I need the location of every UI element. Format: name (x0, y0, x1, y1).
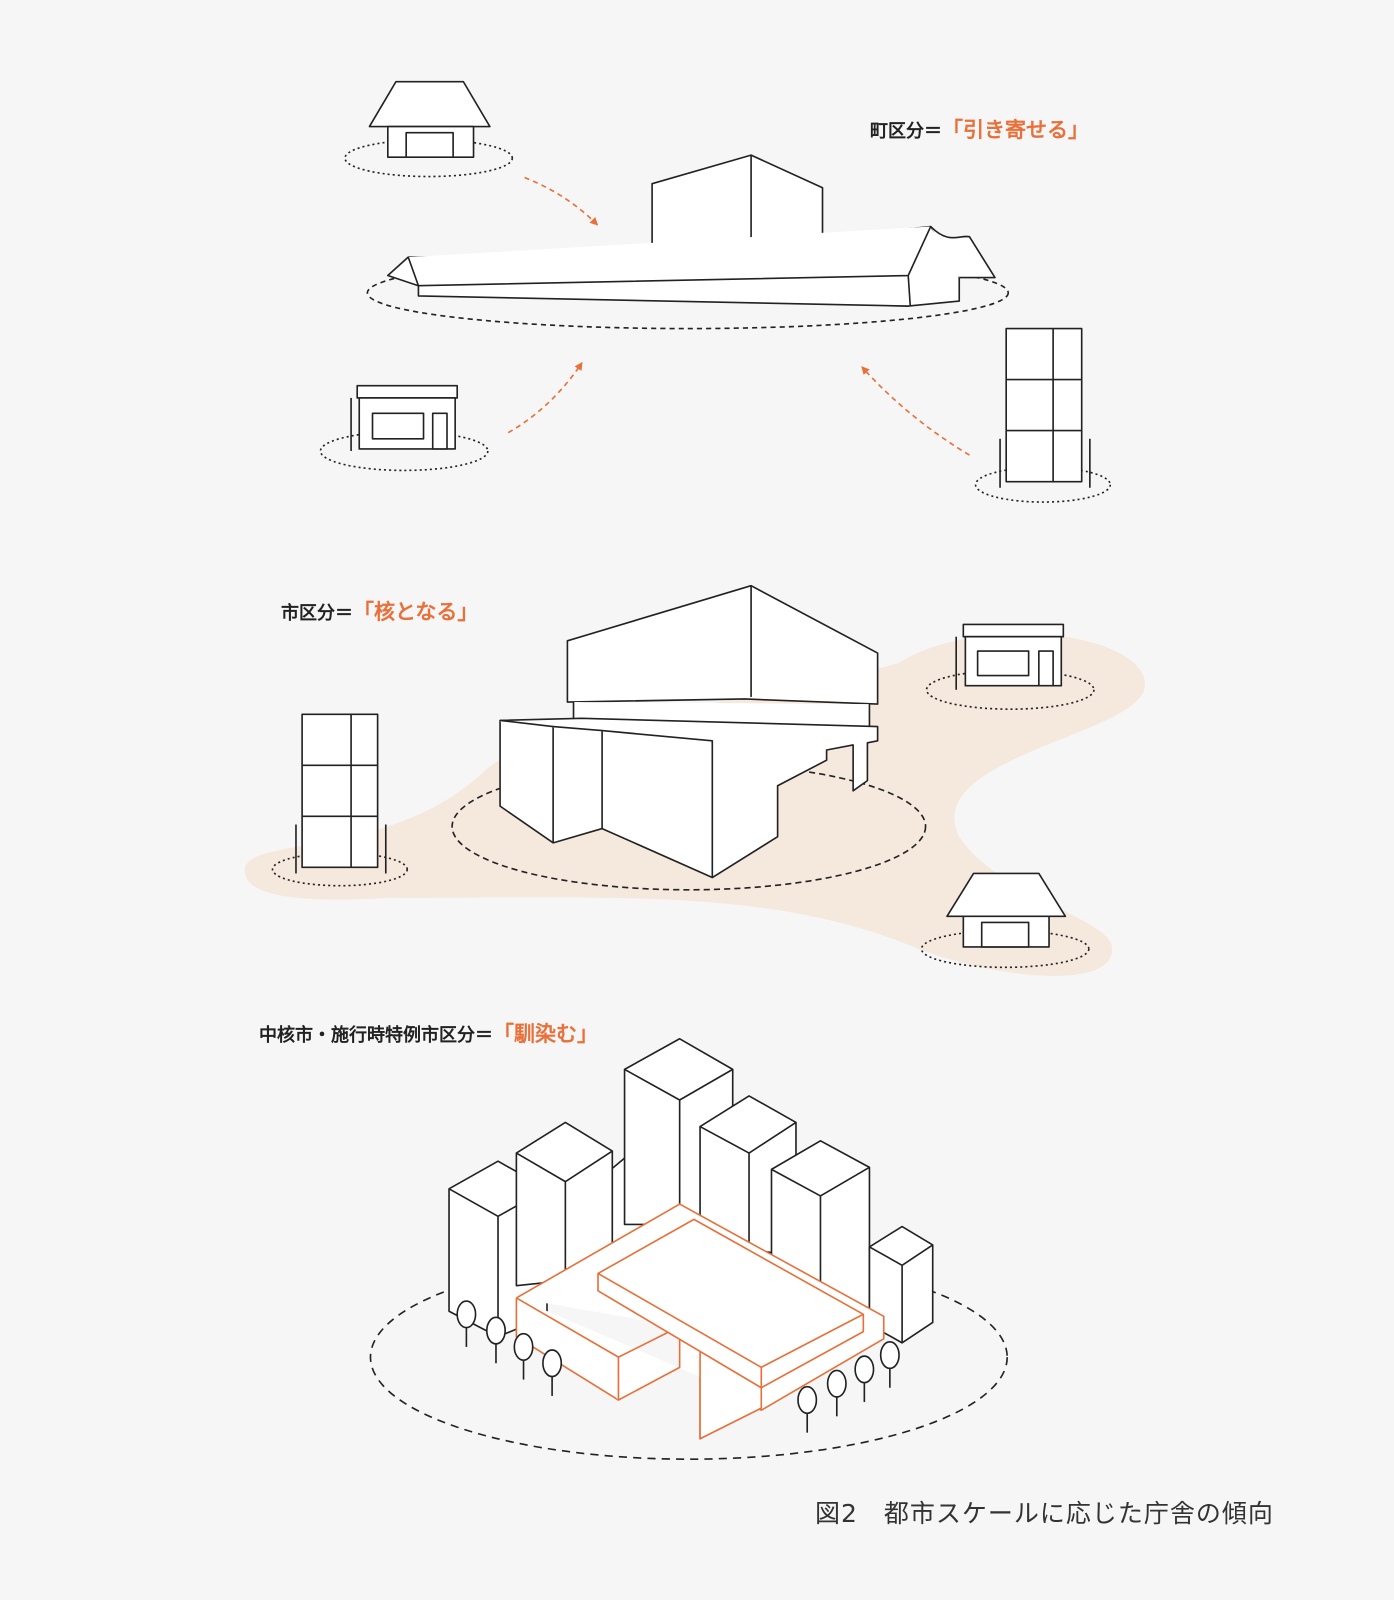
civic-building-highlight (515, 1203, 885, 1440)
tower-right (974, 327, 1112, 503)
tower-left (271, 713, 409, 887)
city-hall-core (451, 584, 927, 891)
thatched-house-right (920, 872, 1090, 969)
label-city: 市区分＝「核となる」 (281, 596, 478, 626)
label-term: 「核となる」 (353, 600, 479, 624)
shop-right (925, 623, 1095, 710)
label-term: 「引き寄せる」 (942, 118, 1089, 142)
shop-left (319, 384, 489, 472)
label-core-city: 中核市・施行時特例市区分＝「馴染む」 (259, 1018, 598, 1048)
label-term: 「馴染む」 (493, 1022, 598, 1046)
label-prefix: 中核市・施行時特例市区分＝ (259, 1025, 493, 1046)
attraction-arrows (507, 176, 970, 456)
thatched-house-top (344, 80, 514, 178)
figure-caption: 図2 都市スケールに応じた庁舎の傾向 (815, 1499, 1274, 1528)
label-town: 町区分＝「引き寄せる」 (870, 114, 1089, 144)
town-hall-long-roof (366, 154, 1010, 330)
trees (456, 1300, 900, 1433)
label-prefix: 町区分＝ (870, 121, 942, 142)
label-prefix: 市区分＝ (281, 603, 353, 624)
